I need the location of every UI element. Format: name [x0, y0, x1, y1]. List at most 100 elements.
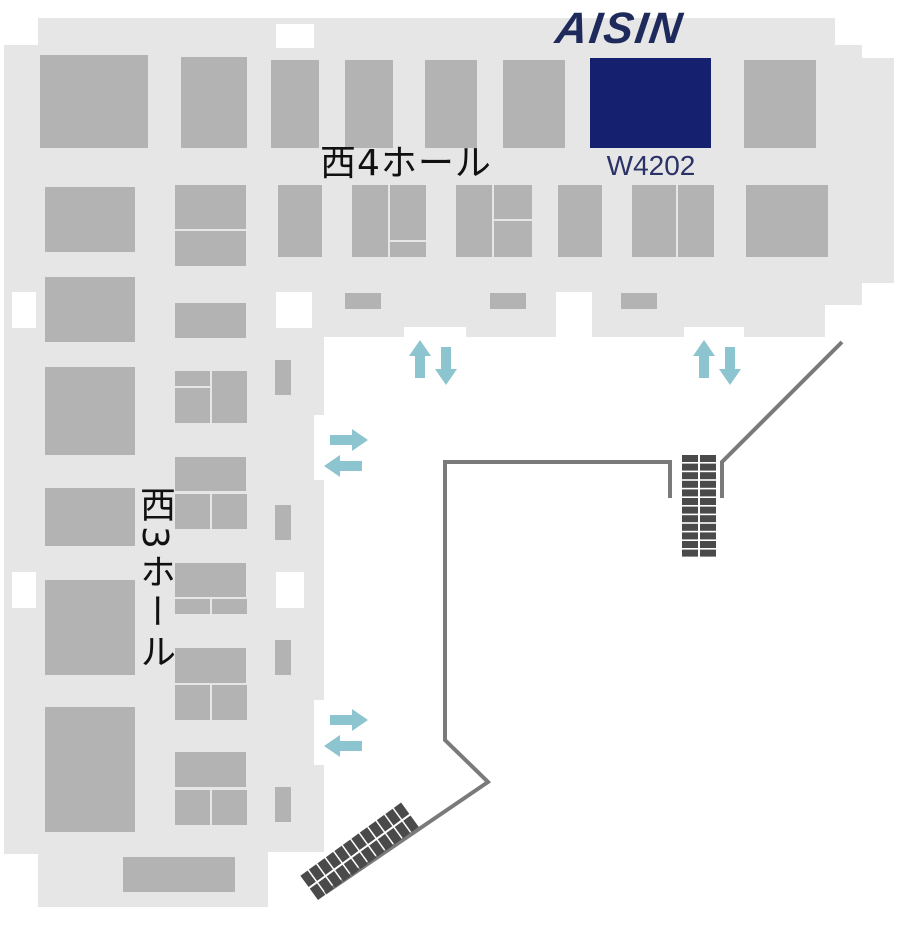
booth — [45, 488, 135, 546]
service-area — [276, 24, 314, 48]
stair-step — [360, 846, 377, 863]
stair-step — [386, 827, 402, 845]
stair-step — [682, 498, 698, 505]
stair-step — [682, 506, 698, 514]
doorway — [404, 327, 466, 339]
stair-step — [682, 489, 698, 497]
booth — [746, 185, 828, 257]
hall-label-west-4: 西4ホール — [320, 143, 492, 184]
booth — [175, 457, 246, 491]
stair-step — [385, 808, 401, 826]
booth — [175, 685, 210, 720]
doorway — [314, 415, 326, 480]
stair-step — [343, 858, 360, 876]
booth — [45, 580, 135, 675]
booth — [278, 185, 322, 257]
stairs-bottom-left — [300, 802, 419, 900]
arrow-down-icon — [435, 347, 457, 385]
stair-step — [682, 532, 698, 540]
booth — [123, 857, 235, 892]
hall-label-west-3: 西3ホール — [134, 486, 175, 673]
stair-step — [682, 480, 698, 488]
booths — [40, 55, 828, 892]
stair-step — [334, 845, 350, 863]
stair-step — [682, 541, 698, 548]
stair-step — [352, 852, 368, 870]
booth — [390, 242, 426, 257]
stair-step — [682, 523, 698, 531]
stair-step — [700, 515, 716, 523]
stair-step — [700, 498, 716, 505]
stair-step — [318, 877, 334, 894]
arrow-up-icon — [409, 340, 431, 378]
stair-step — [682, 515, 698, 523]
arrow-up-icon — [693, 340, 715, 378]
booth — [212, 371, 247, 423]
walkway-wall — [323, 460, 672, 895]
walkway-walls — [323, 340, 844, 895]
booth — [212, 790, 247, 825]
service-area — [12, 292, 36, 328]
doorway — [684, 327, 744, 339]
stair-step — [300, 870, 316, 888]
booth — [175, 231, 246, 266]
stair-step — [682, 455, 698, 462]
stair-step — [325, 851, 342, 869]
service-area — [12, 572, 36, 608]
stair-step — [309, 883, 326, 900]
stair-step — [335, 864, 351, 882]
service-area — [276, 292, 312, 328]
booth — [632, 185, 676, 257]
booth — [175, 599, 210, 614]
doorway — [556, 320, 592, 338]
booth — [503, 60, 565, 148]
arrow-right-icon — [330, 709, 368, 731]
arrow-left-icon — [324, 735, 362, 757]
booth — [40, 55, 148, 148]
booth — [390, 185, 426, 240]
stair-step — [700, 532, 716, 540]
booth — [271, 60, 319, 148]
service-areas — [12, 24, 592, 608]
doorway — [314, 700, 326, 765]
stair-step — [359, 827, 376, 844]
booth — [275, 640, 291, 675]
booth — [175, 648, 246, 683]
stair-step — [376, 814, 393, 832]
stair-step — [682, 472, 698, 480]
floor-area — [862, 58, 894, 283]
booth — [212, 685, 247, 720]
stair-step — [682, 463, 698, 471]
service-area — [556, 292, 592, 320]
stair-step — [403, 815, 419, 833]
booth — [621, 293, 657, 309]
stair-step — [700, 472, 716, 480]
booth — [175, 388, 210, 423]
booth — [175, 752, 246, 787]
booth — [490, 293, 526, 309]
stair-step — [700, 549, 716, 557]
booth — [45, 277, 135, 342]
stair-step — [368, 821, 384, 838]
booth-number: W4202 — [606, 150, 696, 181]
stair-step — [700, 541, 716, 548]
aisin-logo: AISIN — [552, 4, 687, 53]
stair-step — [700, 523, 716, 531]
booth — [212, 494, 247, 529]
stair-step — [393, 802, 410, 820]
booth — [175, 790, 210, 825]
booth — [275, 505, 291, 540]
stair-step — [317, 858, 333, 875]
booth — [45, 367, 135, 455]
stair-step — [377, 834, 394, 851]
booth — [425, 60, 477, 148]
booth — [45, 707, 135, 832]
service-area — [276, 572, 304, 608]
stair-step — [700, 489, 716, 497]
booth — [175, 494, 210, 529]
stair-step — [326, 871, 343, 888]
arrow-down-icon — [719, 347, 741, 385]
aisin-booth[interactable] — [590, 58, 711, 148]
stair-step — [682, 549, 698, 557]
